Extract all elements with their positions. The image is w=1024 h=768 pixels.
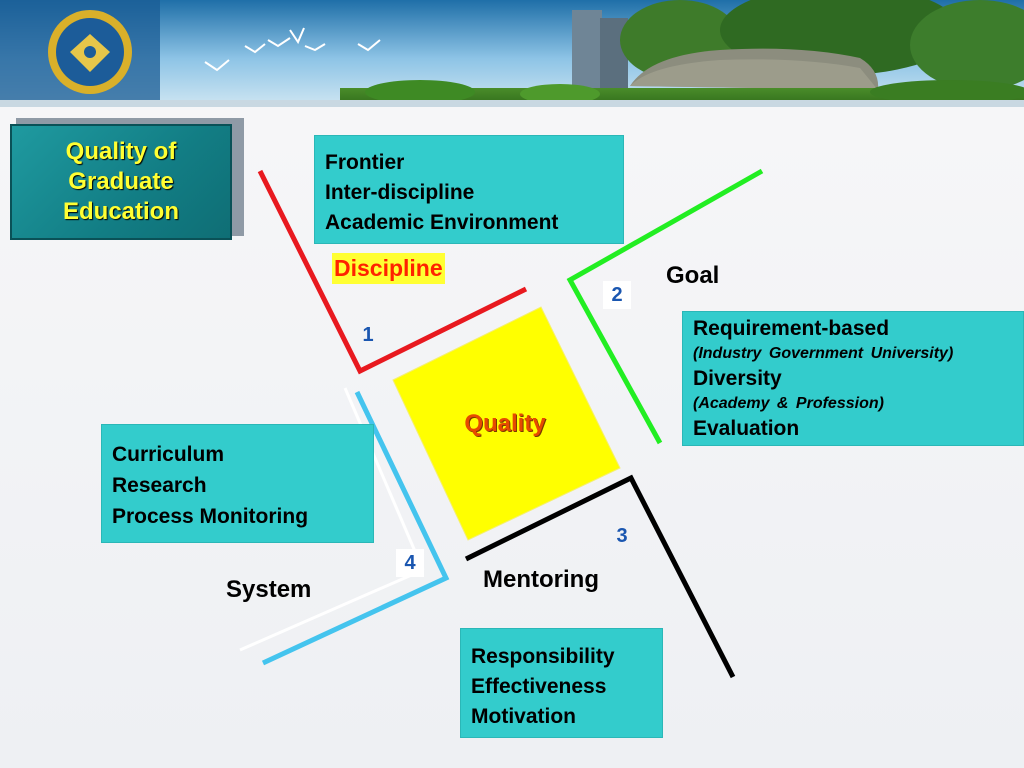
goal-number: 2 [603, 281, 631, 309]
bird-icon [204, 27, 381, 72]
quality-label: Quality [464, 410, 546, 437]
goal-item-note: (Academy & Profession) [693, 395, 884, 412]
goal-item-note: (Industry Government University) [693, 345, 954, 362]
goal-item: Diversity [693, 367, 782, 390]
mentoring-item: Responsibility [471, 645, 615, 668]
system-number: 4 [396, 549, 424, 577]
title-box: Quality of Graduate Education [10, 124, 232, 240]
system-label: System [226, 576, 312, 603]
discipline-number: 1 [362, 324, 374, 346]
goal-item: Evaluation [693, 417, 800, 440]
mentoring-number: 3 [616, 525, 628, 547]
title-line: Quality of [65, 138, 177, 165]
system-item: Curriculum [112, 443, 225, 466]
university-emblem-icon [48, 10, 132, 94]
title-line: Graduate [68, 168, 174, 195]
discipline-item: Frontier [325, 151, 405, 174]
mentoring-item: Effectiveness [471, 675, 607, 698]
mentoring-label: Mentoring [483, 566, 599, 593]
title-line: Education [62, 198, 179, 225]
mentoring-box: Responsibility Effectiveness Motivation [460, 628, 663, 738]
discipline-item: Academic Environment [325, 211, 559, 234]
goal-item: Requirement-based [693, 317, 890, 340]
goal-label: Goal [666, 262, 720, 289]
discipline-item: Inter-discipline [325, 181, 475, 204]
system-item: Process Monitoring [112, 505, 309, 528]
system-item: Research [112, 474, 207, 497]
mentoring-item: Motivation [471, 705, 576, 728]
header-banner [0, 0, 1024, 107]
goal-box: Requirement-based (Industry Government U… [682, 311, 1024, 446]
system-box: Curriculum Research Process Monitoring [101, 424, 374, 543]
discipline-label: Discipline [332, 253, 445, 284]
discipline-box: Frontier Inter-discipline Academic Envir… [314, 135, 624, 244]
page-title: Quality of Graduate Education [63, 137, 179, 227]
